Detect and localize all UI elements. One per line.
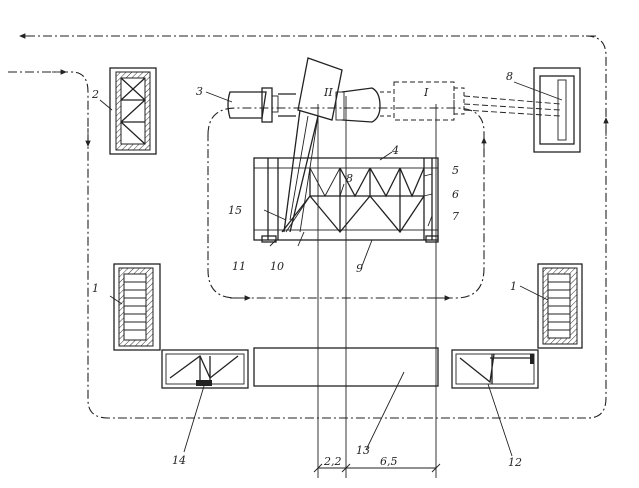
label-10: 10 xyxy=(270,260,284,273)
dimension-lines xyxy=(313,96,441,478)
outer-traffic-route xyxy=(8,33,609,419)
truss-section-12 xyxy=(451,349,539,389)
label-crane-II: II xyxy=(323,86,333,99)
label-1-right: 1 xyxy=(510,280,517,293)
label-8-truss: 8 xyxy=(346,172,353,185)
storage-stack-8 xyxy=(533,67,581,153)
storage-stack-1-left xyxy=(113,263,161,351)
label-4: 4 xyxy=(391,144,399,157)
label-9: 9 xyxy=(356,262,363,275)
truss-section-14 xyxy=(161,349,249,389)
storage-stack-1-right xyxy=(537,263,583,349)
crane-II xyxy=(283,57,381,233)
label-7: 7 xyxy=(452,210,459,223)
label-12: 12 xyxy=(508,456,522,469)
label-5: 5 xyxy=(452,164,459,177)
dimension-6-5: 6,5 xyxy=(380,455,398,468)
callout-labels: 2 3 II I 8 4 5 6 7 8 15 11 10 9 1 1 14 1… xyxy=(91,70,522,469)
label-3: 3 xyxy=(196,85,203,98)
label-11: 11 xyxy=(232,260,246,273)
leader-lines xyxy=(99,81,563,457)
label-14: 14 xyxy=(172,454,186,467)
label-1-left: 1 xyxy=(92,282,99,295)
storage-stack-2 xyxy=(109,67,157,155)
label-13: 13 xyxy=(356,444,370,457)
label-2: 2 xyxy=(91,88,99,101)
dimension-2-2: 2,2 xyxy=(323,455,342,468)
label-8-top: 8 xyxy=(506,70,513,83)
crane-I xyxy=(380,81,561,121)
crane-3 xyxy=(227,87,296,123)
crane-track-loop xyxy=(207,107,487,301)
label-crane-I: I xyxy=(423,86,429,99)
label-6: 6 xyxy=(452,188,459,201)
label-15: 15 xyxy=(228,204,242,217)
